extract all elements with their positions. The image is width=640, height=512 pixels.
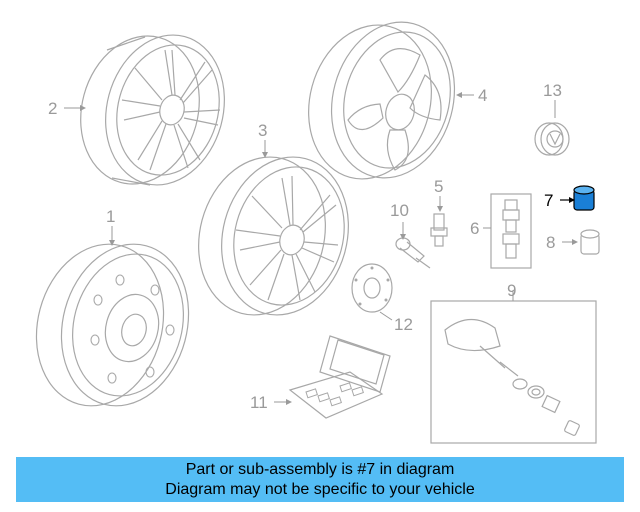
callout-13: 13 bbox=[543, 81, 562, 100]
wheel-nut-7 bbox=[573, 185, 595, 211]
callout-5: 5 bbox=[434, 177, 443, 196]
tool-kit-11 bbox=[288, 335, 391, 419]
callout-3: 3 bbox=[258, 121, 267, 140]
wheel-nut-8 bbox=[580, 229, 600, 255]
callout-1: 1 bbox=[106, 207, 115, 226]
lock-bolt-set-6 bbox=[490, 193, 532, 269]
callout-12: 12 bbox=[394, 315, 413, 334]
parts-diagram: 2 4 13 3 bbox=[35, 21, 600, 444]
wheel-3 bbox=[198, 156, 349, 316]
callout-8: 8 bbox=[546, 233, 555, 252]
callout-6: 6 bbox=[470, 219, 479, 238]
callout-11: 11 bbox=[250, 393, 268, 412]
callout-2: 2 bbox=[48, 99, 57, 118]
wheel-2 bbox=[80, 34, 225, 186]
tpms-sensor-9 bbox=[430, 300, 597, 444]
center-cap-13 bbox=[534, 122, 570, 156]
wheel-bolt-5 bbox=[430, 213, 448, 247]
wheel-4 bbox=[308, 21, 456, 180]
shim-12 bbox=[351, 263, 393, 313]
info-banner: Part or sub-assembly is #7 in diagram Di… bbox=[16, 457, 624, 502]
banner-line-1: Part or sub-assembly is #7 in diagram bbox=[185, 461, 455, 478]
banner-line-2: Diagram may not be specific to your vehi… bbox=[165, 481, 475, 498]
callout-4: 4 bbox=[478, 86, 487, 105]
callout-9: 9 bbox=[507, 281, 516, 300]
callout-7: 7 bbox=[544, 191, 553, 210]
valve-stem-10 bbox=[395, 237, 431, 269]
wheel-1 bbox=[35, 243, 190, 407]
callout-10: 10 bbox=[390, 201, 409, 220]
